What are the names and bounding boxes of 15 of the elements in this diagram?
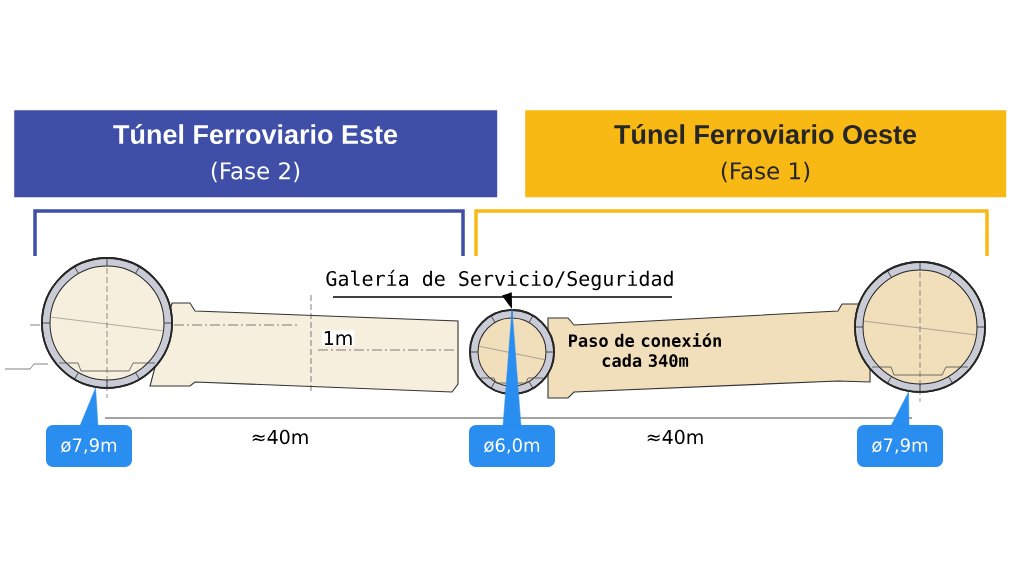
heading-box: Túnel Ferroviario Este (Fase 2) bbox=[14, 110, 498, 198]
diameter-callout: ø7,9m bbox=[857, 425, 943, 467]
connection-passage bbox=[149, 302, 459, 393]
diameter-callout: ø7,9m bbox=[46, 425, 132, 467]
callout-pointer bbox=[502, 308, 522, 427]
dimension-label: 1m bbox=[321, 330, 355, 346]
tunnel-cross-section bbox=[41, 257, 173, 399]
dimension-label: ≈40m bbox=[644, 428, 706, 446]
callout-pointer bbox=[79, 387, 99, 427]
gallery-label: Galería de Servicio/Seguridad bbox=[326, 269, 673, 298]
callout-pointer bbox=[890, 391, 910, 427]
tunnel-cross-section bbox=[854, 261, 986, 403]
diameter-callout: ø6,0m bbox=[469, 425, 555, 467]
dimension-label: ≈40m bbox=[249, 428, 311, 446]
heading-box: Túnel Ferroviario Oeste (Fase 1) bbox=[525, 110, 1007, 198]
